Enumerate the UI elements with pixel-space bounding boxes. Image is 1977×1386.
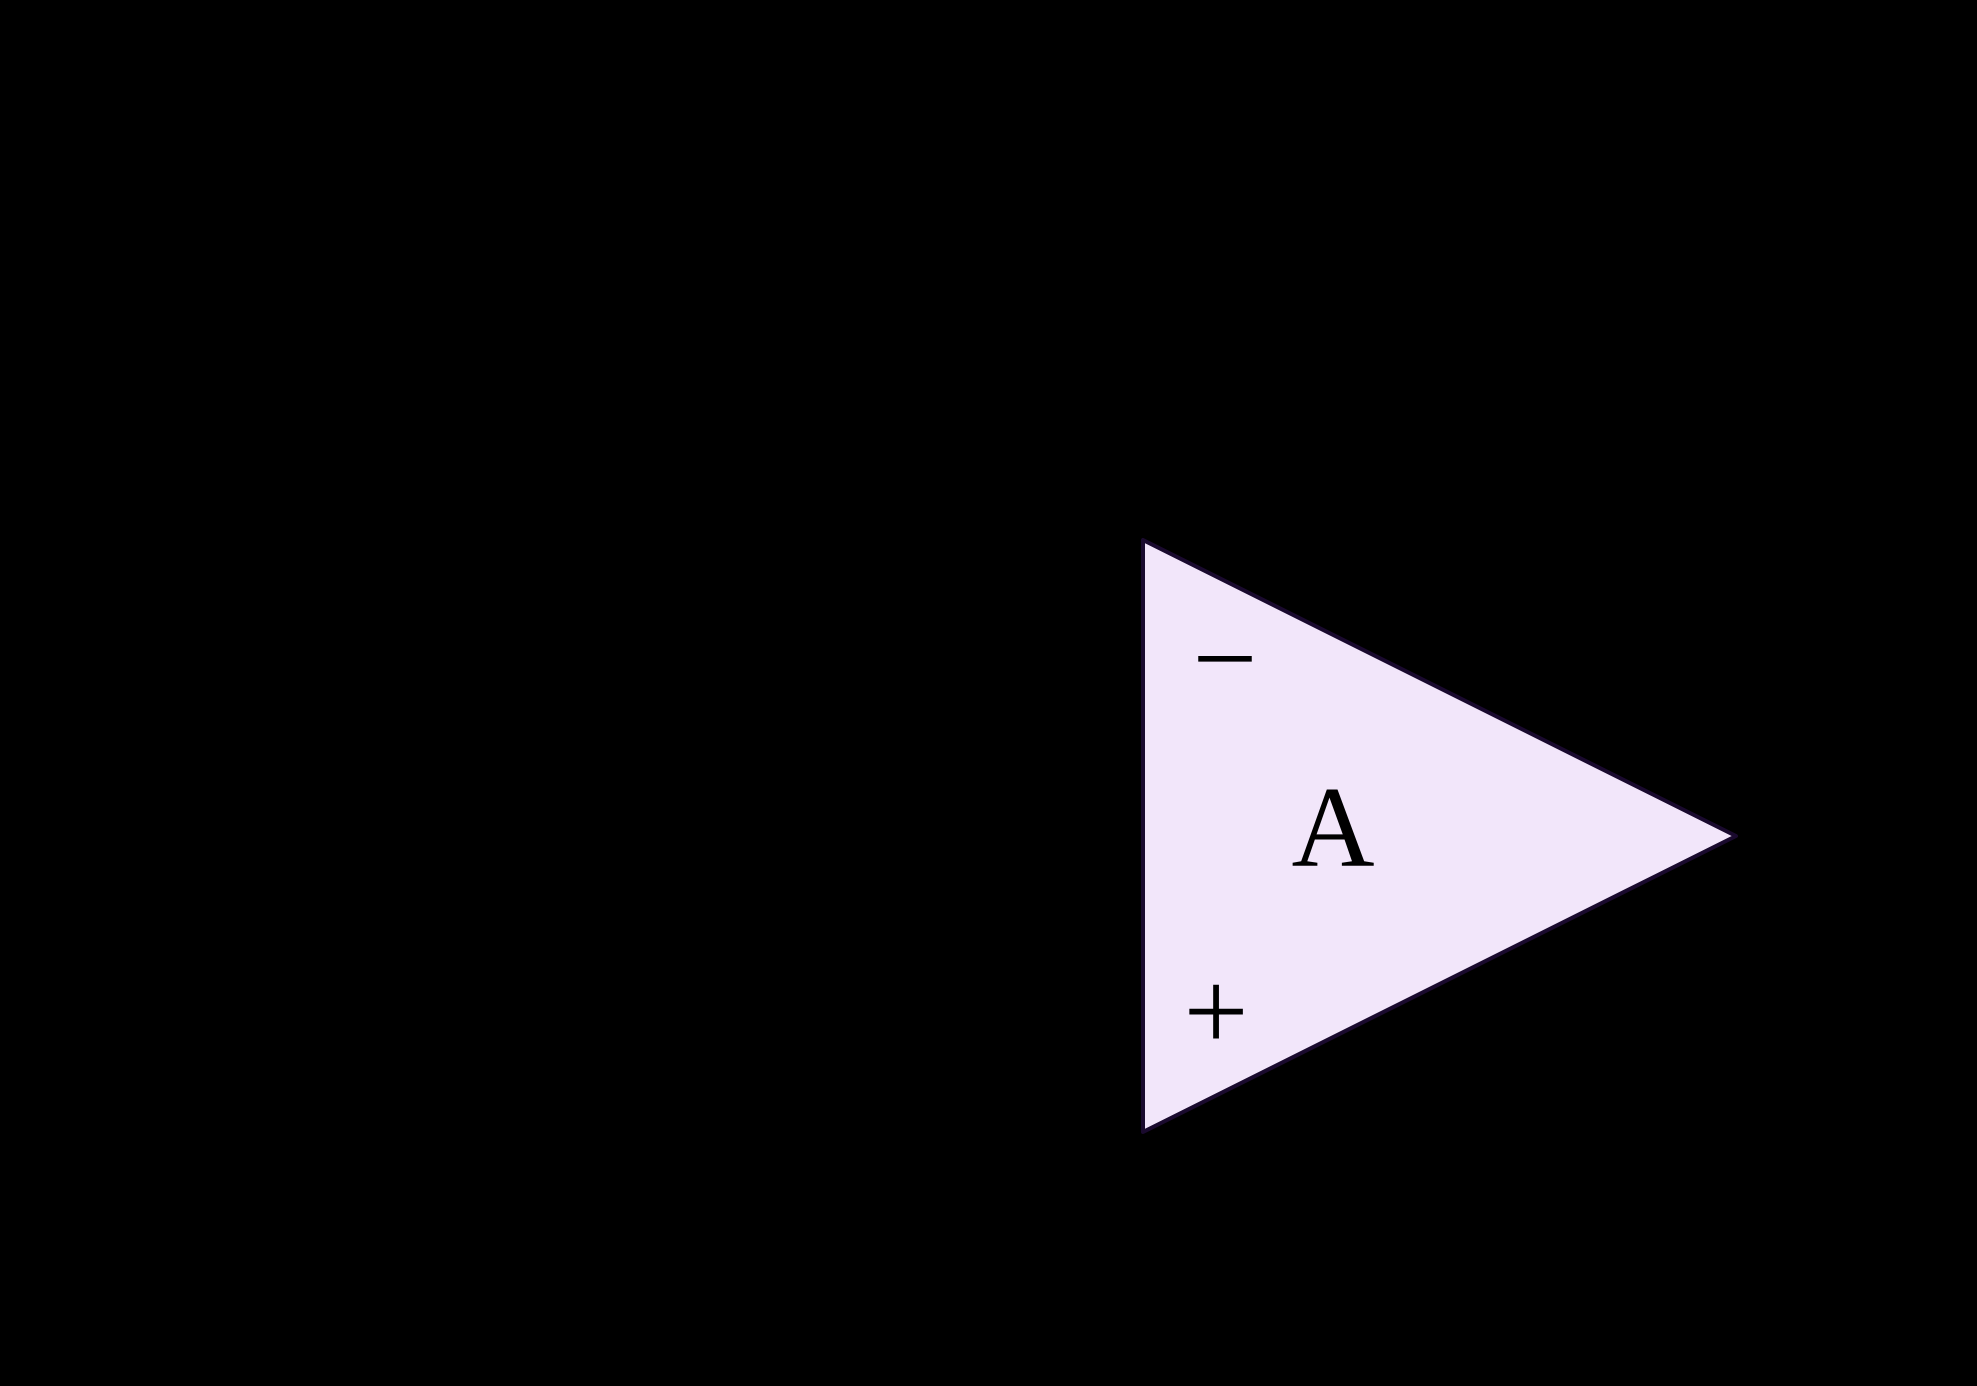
- opamp-noninverting-input-label: +: [1184, 948, 1249, 1075]
- opamp-triangle: [1141, 538, 1738, 1134]
- opamp-inverting-input-label: −: [1193, 595, 1258, 722]
- opamp-gain-label: A: [1291, 764, 1374, 891]
